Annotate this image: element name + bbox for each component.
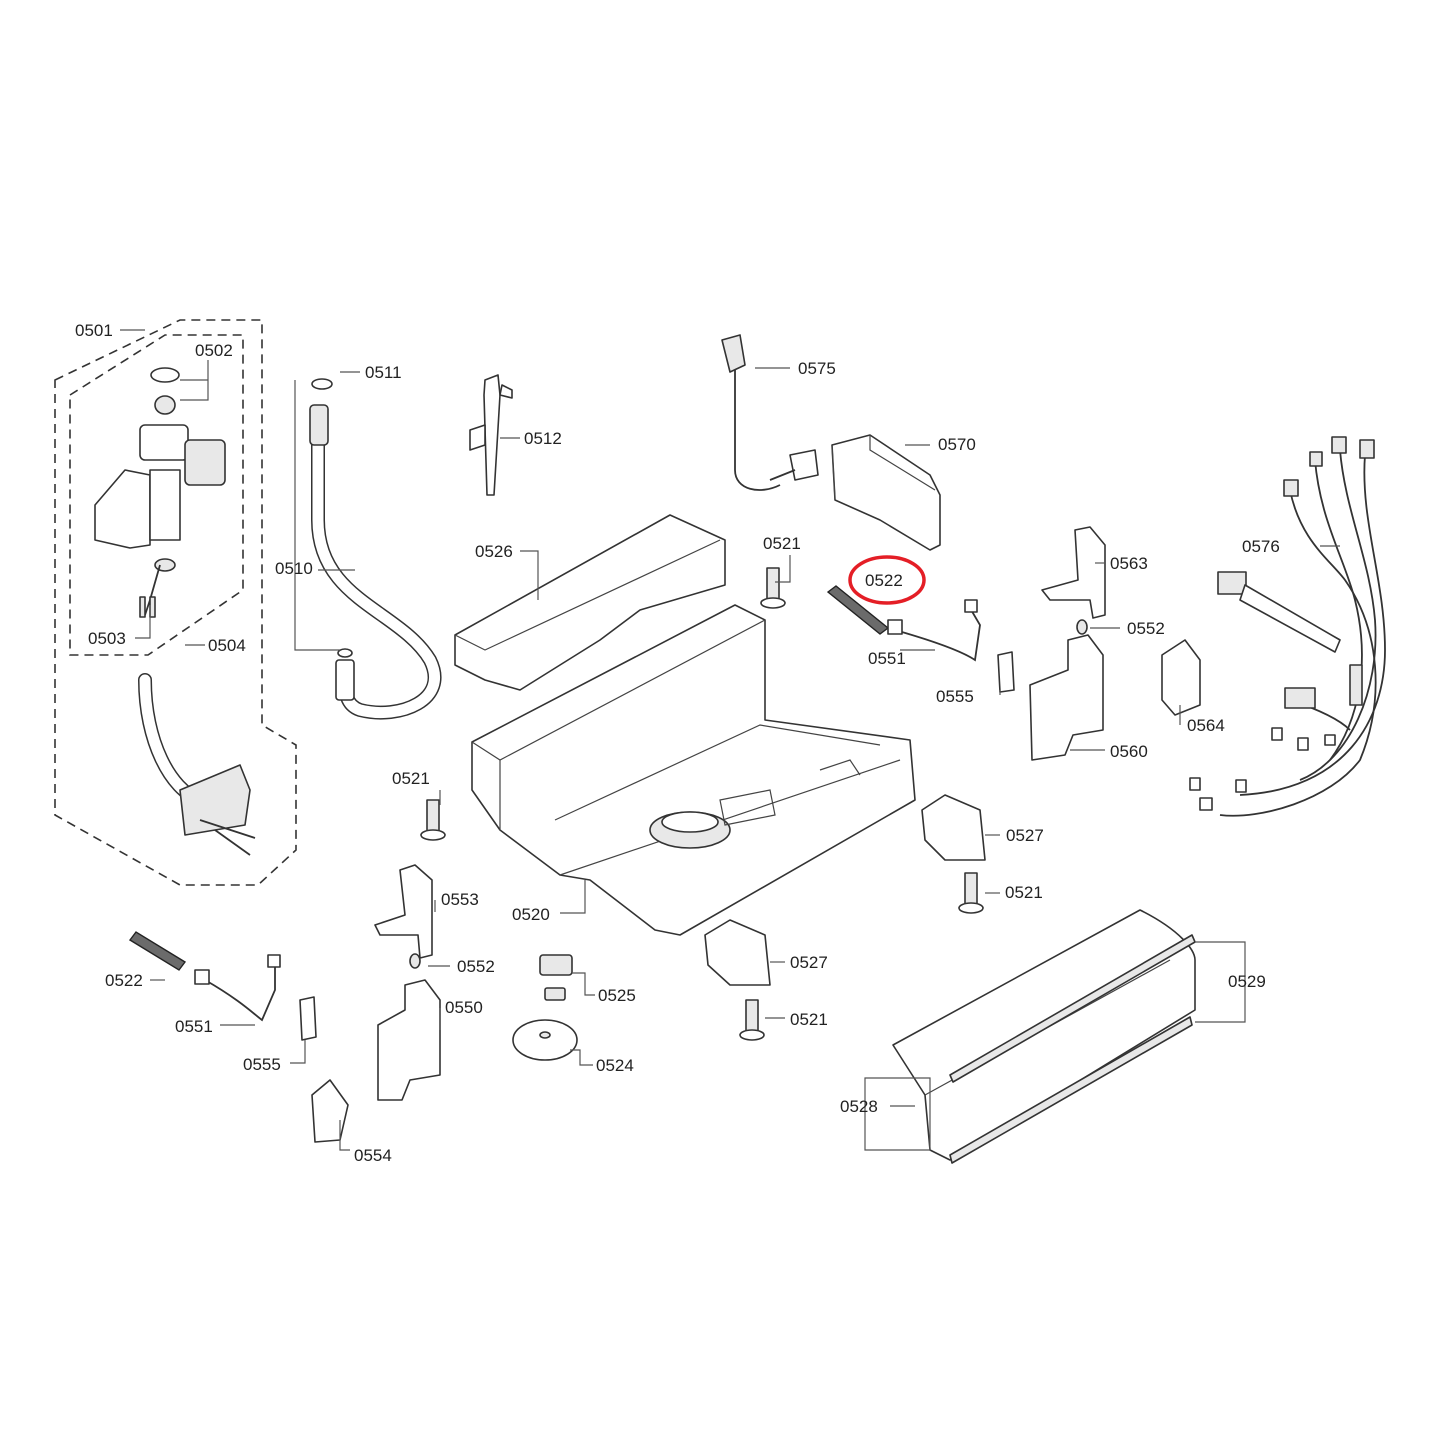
sensor-0525-part xyxy=(539,954,573,1001)
power-cord-0575-part xyxy=(721,334,819,491)
label-0552-a: 0552 xyxy=(1127,619,1165,638)
cable-clip-0512-part xyxy=(469,374,513,496)
clip-0554-part xyxy=(311,1079,349,1143)
label-0522-b: 0522 xyxy=(105,971,143,990)
label-0529: 0529 xyxy=(1228,972,1266,991)
label-0503: 0503 xyxy=(88,629,126,648)
label-0551-b: 0551 xyxy=(175,1017,213,1036)
label-0576: 0576 xyxy=(1242,537,1280,556)
bracket-0560-part xyxy=(1029,634,1104,761)
bracket-0550-part xyxy=(377,979,441,1101)
label-0512: 0512 xyxy=(524,429,562,448)
cable-0551-b-part xyxy=(194,954,281,1022)
disc-0524-part xyxy=(512,1019,578,1061)
hinge-0563-part xyxy=(1041,526,1106,619)
label-0570: 0570 xyxy=(938,435,976,454)
screw-0521-d-part xyxy=(739,999,765,1041)
screw-0521-b-part xyxy=(420,799,446,841)
label-0564: 0564 xyxy=(1187,716,1225,735)
label-0560: 0560 xyxy=(1110,742,1148,761)
assembly-0504-outline xyxy=(69,334,244,656)
inlet-valve-part xyxy=(94,367,226,618)
label-0521-b: 0521 xyxy=(392,769,430,788)
label-0520: 0520 xyxy=(512,905,550,924)
control-module-0570-part xyxy=(831,434,941,551)
label-0502: 0502 xyxy=(195,341,233,360)
label-0521-c: 0521 xyxy=(1005,883,1043,902)
label-0524: 0524 xyxy=(596,1056,634,1075)
screw-0521-c-part xyxy=(958,872,984,914)
leader-lines xyxy=(120,329,1340,1151)
aquastop-hose-part xyxy=(138,673,256,856)
hinge-0553-part xyxy=(374,864,433,959)
foot-0527-a-part xyxy=(921,794,986,861)
label-0527-b: 0527 xyxy=(790,953,828,972)
label-0511: 0511 xyxy=(365,363,402,382)
label-0551-a: 0551 xyxy=(868,649,906,668)
highlight-circle-0522 xyxy=(848,555,926,605)
label-0575: 0575 xyxy=(798,359,836,378)
front-panel-0528-part xyxy=(892,909,1196,1161)
clip-0555-a-part xyxy=(997,651,1015,693)
cable-0551-a-part xyxy=(887,599,981,662)
label-0563: 0563 xyxy=(1110,554,1148,573)
clip-0555-b-part xyxy=(299,996,317,1041)
label-0552-b: 0552 xyxy=(457,957,495,976)
label-0550: 0550 xyxy=(445,998,483,1017)
terminal-block-0564-part xyxy=(1161,639,1201,716)
spring-0552-a-part xyxy=(409,953,421,969)
label-0527-a: 0527 xyxy=(1006,826,1044,845)
wiring-harness-0576-part xyxy=(1189,436,1386,817)
label-0554: 0554 xyxy=(354,1146,392,1165)
label-0501: 0501 xyxy=(75,321,113,340)
spring-0552-b-part xyxy=(1076,619,1088,635)
label-0521-d: 0521 xyxy=(790,1010,828,1029)
label-0525: 0525 xyxy=(598,986,636,1005)
ferrite-0522-b-part xyxy=(128,931,187,971)
label-0521-a: 0521 xyxy=(763,534,801,553)
cover-0526-part xyxy=(454,514,726,691)
label-0510: 0510 xyxy=(275,559,313,578)
label-0528: 0528 xyxy=(840,1097,878,1116)
label-0504: 0504 xyxy=(208,636,246,655)
label-0553: 0553 xyxy=(441,890,479,909)
label-0555-b: 0555 xyxy=(243,1055,281,1074)
screw-0521-a-part xyxy=(760,567,786,609)
label-0555-a: 0555 xyxy=(936,687,974,706)
label-0526: 0526 xyxy=(475,542,513,561)
base-tub-0520-part xyxy=(471,604,916,936)
drain-hose-part xyxy=(309,378,442,720)
label-0522-a: 0522 xyxy=(865,571,903,590)
part-labels: 0501 0502 0503 0504 0510 0511 0512 0520 … xyxy=(75,321,1280,1165)
foot-0527-b-part xyxy=(704,919,771,986)
